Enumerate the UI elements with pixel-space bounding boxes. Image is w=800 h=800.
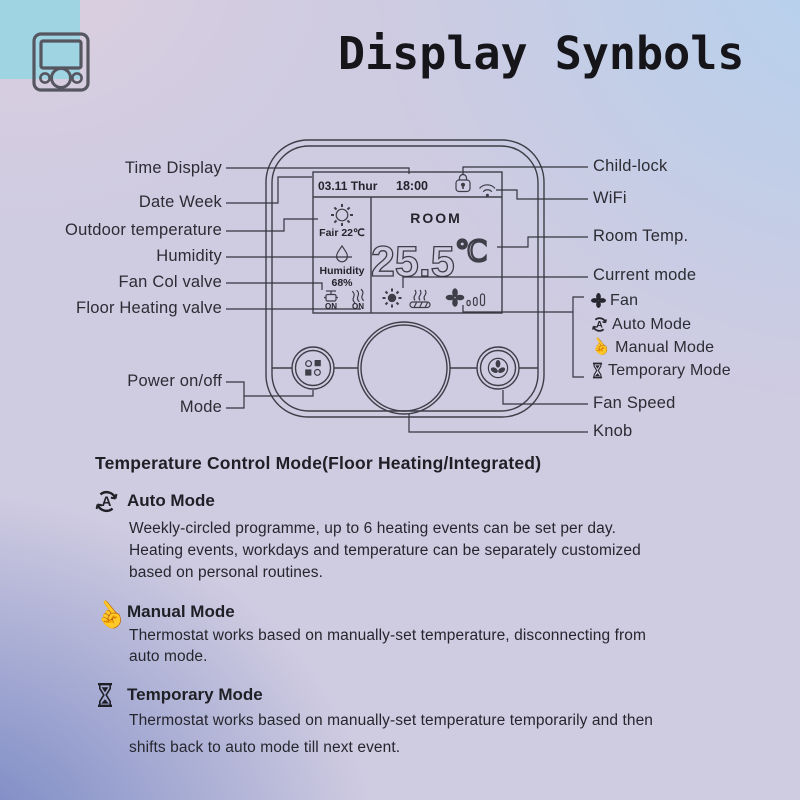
- label-outdoor-temperature: Outdoor temperature: [65, 221, 222, 239]
- label-fan-speed: Fan Speed: [593, 394, 676, 412]
- screen-temp-unit: ℃: [455, 236, 488, 268]
- legend-item-fan: Fan: [591, 291, 638, 310]
- label-knob: Knob: [593, 422, 633, 440]
- legend-item-temporary-mode: Temporary Mode: [591, 361, 731, 380]
- manual-mode-title: Manual Mode: [127, 602, 235, 621]
- fan-valve-state: ON: [325, 302, 337, 311]
- auto-mode-icon: A: [592, 317, 607, 332]
- thermostat-logo-icon: [32, 32, 90, 92]
- svg-text:A: A: [102, 494, 112, 509]
- label-date-week: Date Week: [138, 193, 222, 211]
- section-heading: Temperature Control Mode(Floor Heating/I…: [95, 453, 542, 473]
- manual-mode-line: auto mode.: [129, 648, 208, 665]
- temporary-mode-title: Temporary Mode: [127, 685, 263, 704]
- label-time-display: Time Display: [124, 159, 222, 177]
- label-wifi: WiFi: [593, 189, 627, 207]
- heating-valve-state: ON: [352, 302, 364, 311]
- legend-item-manual-mode: ☝ Manual Mode: [587, 334, 715, 360]
- auto-mode-line: Heating events, workdays and temperature…: [129, 542, 641, 559]
- temporary-mode-icon: [98, 683, 112, 707]
- screen-humidity-label: Humidity: [320, 265, 365, 277]
- callout-lines: [226, 166, 588, 433]
- fan-icon: [591, 293, 606, 308]
- screen-humidity-value: 68%: [331, 277, 353, 289]
- wifi-icon: [479, 184, 496, 197]
- child-lock-icon: [455, 173, 471, 193]
- screen-time: 18:00: [396, 179, 428, 193]
- auto-mode-icon: A: [95, 490, 118, 513]
- current-mode-sun-icon: [382, 288, 402, 308]
- manual-mode-line: Thermostat works based on manually-set t…: [129, 627, 647, 644]
- label-child-lock: Child-lock: [593, 157, 668, 175]
- fan-valve-icon: [324, 290, 338, 302]
- outdoor-sun-icon: [331, 204, 353, 226]
- floor-heating-mode-icon: [409, 289, 431, 309]
- humidity-drop-icon: [335, 244, 349, 263]
- temporary-mode-icon: [592, 362, 603, 379]
- label-current-mode: Current mode: [593, 266, 697, 284]
- thermostat-screen: 03.11 Thur 18:00: [312, 171, 503, 314]
- power-mode-button[interactable]: [291, 346, 335, 390]
- fan-speed-bars-icon: [466, 293, 486, 307]
- label-fan-col-valve: Fan Col valve: [118, 273, 222, 291]
- label-humidity: Humidity: [156, 247, 222, 265]
- auto-mode-line: based on personal routines.: [129, 564, 323, 581]
- screen-date: 03.11 Thur: [318, 179, 378, 193]
- screen-room-label: ROOM: [410, 210, 462, 226]
- device-controls: [272, 321, 538, 415]
- label-floor-heating-valve: Floor Heating valve: [76, 299, 222, 317]
- temporary-mode-line: shifts back to auto mode till next event…: [129, 739, 401, 756]
- auto-mode-title: Auto Mode: [127, 491, 215, 510]
- fan-speed-button[interactable]: [476, 346, 520, 390]
- legend-item-auto-mode: A Auto Mode: [591, 315, 691, 334]
- knob[interactable]: [357, 321, 451, 415]
- svg-text:A: A: [596, 320, 603, 330]
- label-room-temp: Room Temp.: [593, 227, 689, 245]
- manual-mode-icon: ☝: [587, 334, 614, 360]
- label-mode: Mode: [179, 398, 222, 416]
- auto-mode-line: Weekly-circled programme, up to 6 heatin…: [129, 520, 616, 537]
- fan-mode-icon: [445, 288, 465, 307]
- temporary-mode-line: Thermostat works based on manually-set t…: [129, 712, 654, 729]
- heating-valve-icon: [351, 288, 365, 304]
- screen-temp-value: 25.5: [371, 238, 455, 286]
- screen-weather: Fair 22℃: [319, 227, 365, 239]
- page-title: Display Synbols: [338, 27, 745, 80]
- label-power-onoff: Power on/off: [127, 372, 222, 390]
